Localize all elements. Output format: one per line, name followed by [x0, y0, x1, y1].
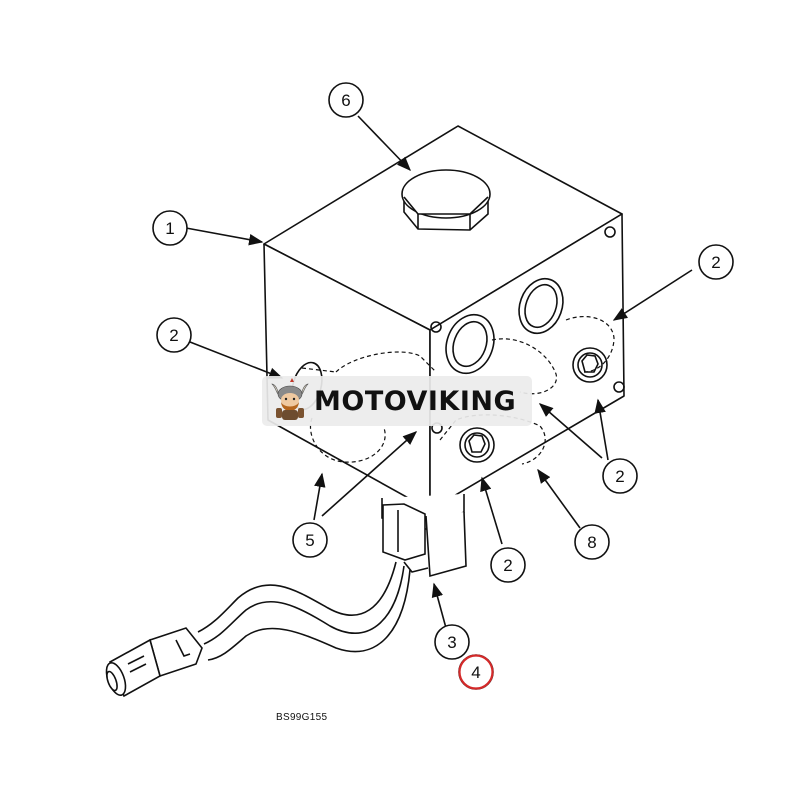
- callout-6-label: 6: [341, 91, 350, 110]
- wire-harness: [197, 561, 411, 661]
- reference-code: BS99G155: [276, 712, 327, 723]
- callout-2-right-top: 2: [698, 244, 734, 280]
- callout-4-highlighted: 4: [458, 654, 494, 690]
- callout-3: 3: [434, 624, 470, 660]
- callout-8: 8: [574, 524, 610, 560]
- watermark-banner: MOTOVIKING: [262, 376, 532, 426]
- solenoid: [381, 494, 467, 578]
- callout-2-right-bottom: 2: [602, 458, 638, 494]
- solenoid-connector-box: [382, 503, 426, 561]
- callout-5-label: 5: [305, 531, 314, 550]
- leader-arrows: [185, 115, 693, 629]
- callout-2-left: 2: [156, 317, 192, 353]
- callout-2-label: 2: [169, 326, 178, 345]
- callout-group: 6 1 2 2 2 2 5 8: [152, 82, 734, 690]
- callout-1: 1: [152, 210, 188, 246]
- callout-8-label: 8: [587, 533, 596, 552]
- ports: [291, 277, 608, 463]
- callout-1-label: 1: [165, 219, 174, 238]
- callout-2-label: 2: [615, 467, 624, 486]
- hex-plug: [401, 169, 491, 231]
- callout-5: 5: [292, 522, 328, 558]
- hidden-cavities: [301, 316, 615, 465]
- callout-4-label: 4: [471, 663, 480, 682]
- highlight-ring: [458, 654, 494, 690]
- viking-mascot-icon: [271, 378, 309, 420]
- callout-3-label: 3: [447, 633, 456, 652]
- watermark-text: MOTOVIKING: [314, 385, 517, 417]
- callout-2-label: 2: [503, 556, 512, 575]
- callout-6: 6: [328, 82, 364, 118]
- callout-2-bottom: 2: [490, 547, 526, 583]
- callout-2-label: 2: [711, 253, 720, 272]
- plug-connector: [105, 627, 203, 698]
